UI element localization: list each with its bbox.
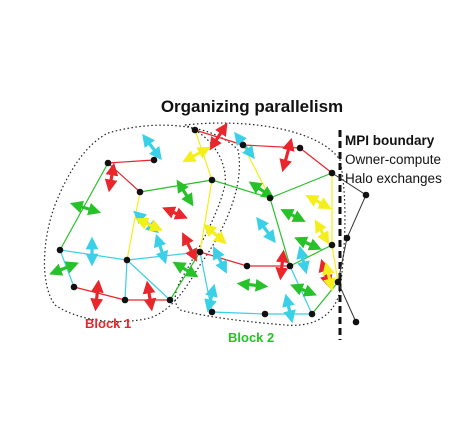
mesh-edge-yellow — [242, 144, 271, 199]
mesh-edge-yellow — [126, 191, 141, 261]
mesh-node — [123, 256, 131, 264]
exchange-arrow-cyan — [204, 283, 218, 313]
exchange-arrow-yellow — [322, 261, 336, 292]
block-1-outline — [43, 124, 240, 323]
mesh-edge-green — [139, 179, 213, 193]
exchange-arrow-red — [104, 162, 119, 193]
mesh-node — [296, 144, 304, 152]
mesh-edge-red — [107, 159, 155, 164]
mesh-node — [56, 246, 64, 254]
exchange-arrow-red — [279, 137, 295, 173]
mesh-node — [328, 241, 336, 249]
mesh-node — [191, 126, 199, 134]
mesh-node — [243, 262, 251, 270]
exchange-arrow-green — [248, 181, 275, 199]
mesh-edge-yellow — [331, 244, 339, 283]
block-2-outline — [174, 122, 346, 326]
mesh-node — [239, 141, 247, 149]
exchange-arrow-cyan — [142, 133, 162, 161]
mesh-node — [334, 278, 342, 286]
exchange-arrow-yellow — [203, 223, 227, 245]
exchange-arrow-red — [90, 279, 104, 312]
exchange-arrow-green — [290, 283, 317, 297]
mesh-edge-green — [169, 251, 201, 301]
halo-node — [362, 191, 370, 199]
exchange-arrow-green — [280, 209, 306, 222]
exchange-arrow-green — [49, 261, 79, 276]
exchange-arrow-cyan — [153, 233, 169, 265]
mesh-node — [308, 310, 316, 318]
exchange-arrow-cyan — [256, 216, 276, 244]
halo-node — [343, 234, 351, 242]
exchange-arrow-green — [69, 200, 102, 216]
block-2-label: Block 2 — [228, 330, 274, 345]
exchange-arrow-red — [162, 206, 188, 220]
mesh-node — [196, 248, 204, 256]
mesh-node — [136, 188, 144, 196]
mesh-edge-green — [311, 281, 339, 315]
block-1-label: Block 1 — [85, 316, 131, 331]
mesh-edge-cyan — [126, 259, 171, 301]
mesh-node — [104, 159, 112, 167]
mesh-edge-green — [269, 197, 291, 267]
mesh-edge-yellow — [199, 179, 213, 253]
mesh-edge-green — [289, 244, 333, 267]
exchange-arrow-red — [275, 249, 289, 281]
legend-mpi-boundary: MPI boundary — [345, 133, 435, 148]
mesh-node — [328, 169, 336, 177]
halo-node — [352, 318, 360, 326]
mesh-node — [208, 308, 216, 316]
mesh-edge-red — [73, 286, 126, 301]
legend-owner-compute: Owner-compute — [345, 152, 441, 167]
mesh-edge-cyan — [211, 311, 266, 315]
mesh-node — [166, 296, 174, 304]
exchange-arrow-green — [176, 179, 194, 207]
exchange-arrow-cyan — [213, 246, 227, 274]
mesh-edge-red — [242, 144, 301, 149]
exchange-arrow-yellow — [314, 219, 330, 245]
mesh-node — [70, 283, 78, 291]
mesh-node — [266, 194, 274, 202]
mesh-node — [261, 310, 269, 318]
mesh-nodes — [56, 126, 370, 326]
mesh-edge-green — [269, 172, 333, 199]
exchange-arrow-green — [294, 236, 322, 251]
legend-halo-exchanges: Halo exchanges — [345, 171, 442, 186]
exchange-arrow-cyan — [296, 245, 310, 275]
mesh-node — [121, 296, 129, 304]
exchange-arrow-yellow — [305, 194, 332, 210]
exchange-arrow-red — [142, 280, 157, 312]
exchange-arrow-red — [209, 122, 228, 151]
exchange-arrow-yellow — [182, 147, 211, 162]
mesh-node — [208, 176, 216, 184]
exchange-arrows — [49, 122, 336, 324]
mesh-edge-cyan — [124, 259, 128, 301]
exchange-arrow-cyan — [282, 293, 296, 324]
exchange-arrow-yellow — [135, 217, 163, 232]
exchange-arrow-red — [182, 232, 197, 262]
exchange-arrow-green — [172, 261, 199, 278]
mesh-edge-red — [299, 147, 333, 174]
mesh-node — [150, 156, 158, 164]
mesh-node — [286, 262, 294, 270]
diagram-title: Organizing parallelism — [161, 97, 343, 116]
exchange-arrow-green — [236, 278, 269, 292]
